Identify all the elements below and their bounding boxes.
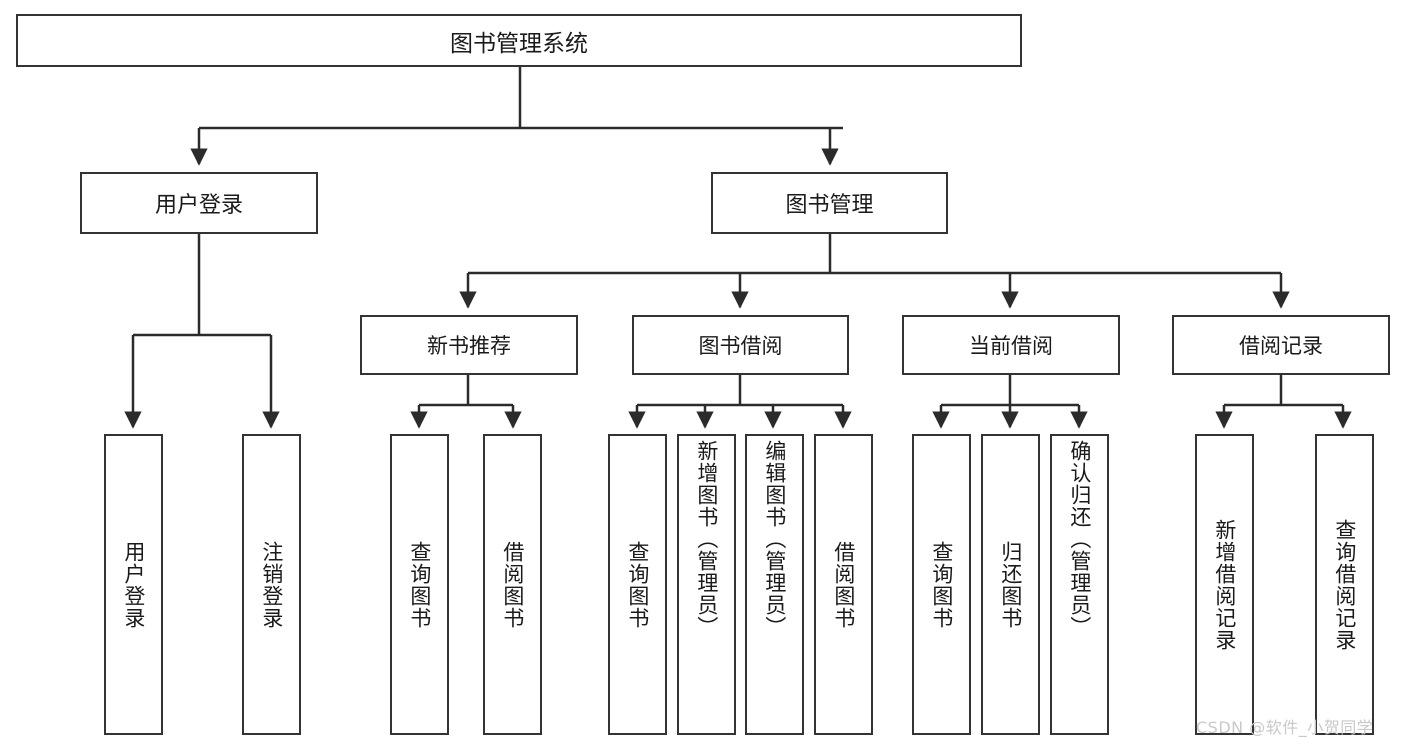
node-label: 用户登录	[121, 540, 146, 629]
node-label: 查询借阅记录	[1332, 518, 1357, 651]
node-label: 借阅图书	[831, 540, 856, 629]
leaf-edit-book-admin[interactable]: 编辑图书（管理员）	[745, 434, 804, 735]
node-label: 查询图书	[625, 540, 650, 629]
node-label: 归还图书	[998, 540, 1023, 629]
node-label: 借阅图书	[500, 540, 525, 629]
node-label: 新增借阅记录	[1212, 518, 1237, 651]
node-label: 查询图书	[407, 540, 432, 629]
leaf-query-book-new[interactable]: 查询图书	[390, 434, 449, 735]
leaf-user-login[interactable]: 用户登录	[104, 434, 163, 735]
csdn-watermark: CSDN @软件_小贺同学	[1196, 718, 1374, 737]
node-label: 新书推荐	[427, 334, 511, 358]
node-root-system[interactable]: 图书管理系统	[16, 14, 1022, 67]
node-label: 注销登录	[259, 540, 284, 629]
node-current-borrow[interactable]: 当前借阅	[902, 315, 1120, 375]
node-label: 图书借阅	[698, 334, 783, 358]
node-label: 图书管理	[785, 193, 874, 218]
node-book-borrow[interactable]: 图书借阅	[632, 315, 849, 375]
leaf-query-book-current[interactable]: 查询图书	[912, 434, 971, 735]
node-label: 当前借阅	[969, 334, 1053, 358]
leaf-return-book[interactable]: 归还图书	[981, 434, 1040, 735]
node-label: 确认归还（管理员）	[1067, 440, 1092, 638]
leaf-borrow-book-new[interactable]: 借阅图书	[483, 434, 542, 735]
node-label: 编辑图书（管理员）	[762, 440, 787, 638]
leaf-confirm-return-admin[interactable]: 确认归还（管理员）	[1050, 434, 1109, 735]
node-user-login[interactable]: 用户登录	[80, 172, 318, 234]
leaf-query-book-borrow[interactable]: 查询图书	[608, 434, 667, 735]
node-label: 图书管理系统	[450, 30, 588, 57]
node-label: 借阅记录	[1239, 334, 1323, 358]
node-new-book-recommend[interactable]: 新书推荐	[360, 315, 578, 375]
node-label: 查询图书	[929, 540, 954, 629]
leaf-add-book-admin[interactable]: 新增图书（管理员）	[677, 434, 736, 735]
leaf-logout-login[interactable]: 注销登录	[242, 434, 301, 735]
node-label: 用户登录	[154, 193, 243, 218]
leaf-query-borrow-record[interactable]: 查询借阅记录	[1315, 434, 1374, 735]
node-borrow-record[interactable]: 借阅记录	[1172, 315, 1390, 375]
leaf-add-borrow-record[interactable]: 新增借阅记录	[1195, 434, 1254, 735]
leaf-borrow-book[interactable]: 借阅图书	[814, 434, 873, 735]
node-label: 新增图书（管理员）	[694, 440, 719, 638]
node-book-management[interactable]: 图书管理	[711, 172, 948, 234]
